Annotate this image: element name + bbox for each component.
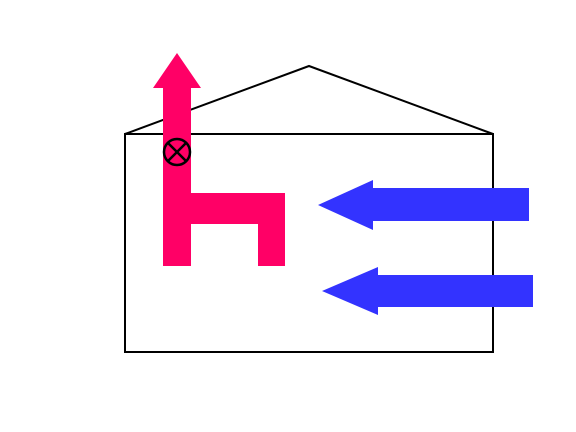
intake-arrow-lower [322, 267, 533, 315]
exhaust-duct-arrow [153, 53, 285, 266]
house-walls [124, 133, 494, 353]
intake-arrow-upper [318, 180, 529, 230]
valve-cross-icon [162, 137, 192, 167]
